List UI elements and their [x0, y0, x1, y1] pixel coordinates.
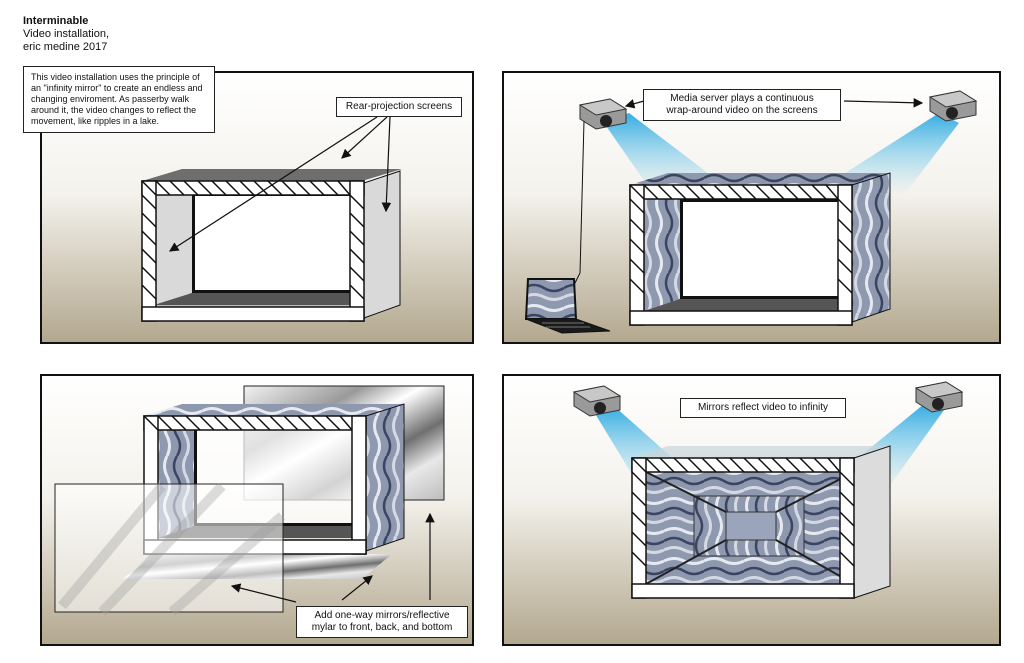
callout-mirrors: Add one-way mirrors/reflective mylar to … [296, 606, 468, 638]
panel-1-drawing [42, 73, 472, 342]
arrow-icon [624, 97, 924, 109]
left-screen [644, 197, 680, 311]
cable [573, 120, 585, 286]
arrow-icon [168, 116, 392, 252]
projector-icon [572, 385, 622, 417]
side-screen [853, 445, 891, 599]
arrow-icon [230, 512, 435, 603]
projector-icon [578, 98, 628, 130]
panel-infinity: Mirrors reflect video to infinity [502, 374, 1001, 646]
panel-media-server: Media server plays a continuous wrap-aro… [502, 71, 1001, 344]
truss-frame [629, 184, 853, 326]
callout-line-2: wrap-around video on the screens [666, 105, 818, 116]
tunnel-depth-2 [725, 511, 777, 541]
panel-3-drawing [42, 376, 472, 644]
inner-floor [154, 293, 358, 305]
subtitle-line-1: Video installation, [23, 28, 110, 40]
front-mirror [54, 483, 284, 613]
box-top [142, 169, 402, 181]
callout-line-1: Media server plays a continuous [670, 93, 814, 104]
side-screen [365, 403, 405, 552]
panel-4-drawing [504, 376, 999, 644]
header: Interminable Video installation, eric me… [23, 15, 109, 54]
callout-line-1: Add one-way mirrors/reflective [314, 610, 450, 621]
box-top [632, 446, 890, 458]
side-screen [851, 172, 891, 323]
inner-floor [644, 299, 846, 311]
callout-rear-projection: Rear-projection screens [336, 97, 462, 117]
side-screen [363, 170, 401, 319]
truss-frame [631, 457, 855, 599]
truss-frame [141, 180, 365, 322]
box-top [630, 173, 890, 185]
back-screen [189, 190, 361, 296]
callout-media-server: Media server plays a continuous wrap-aro… [643, 89, 841, 121]
page-title: Interminable [23, 15, 89, 27]
projector-icon [928, 90, 978, 122]
subtitle-line-2: eric medine 2017 [23, 41, 108, 53]
description-box: This video installation uses the princip… [23, 66, 215, 133]
mirror-reflection [58, 482, 286, 616]
back-screen [677, 196, 849, 302]
panel-mirrors: Add one-way mirrors/reflective mylar to … [40, 374, 474, 646]
projector-icon [914, 381, 964, 413]
tunnel-lines [645, 471, 855, 585]
callout-line-2: mylar to front, back, and bottom [311, 622, 453, 633]
panel-rear-projection: Rear-projection screens [40, 71, 474, 344]
callout-infinity: Mirrors reflect video to infinity [680, 398, 846, 418]
laptop-icon [524, 278, 611, 334]
box-top [144, 404, 404, 416]
